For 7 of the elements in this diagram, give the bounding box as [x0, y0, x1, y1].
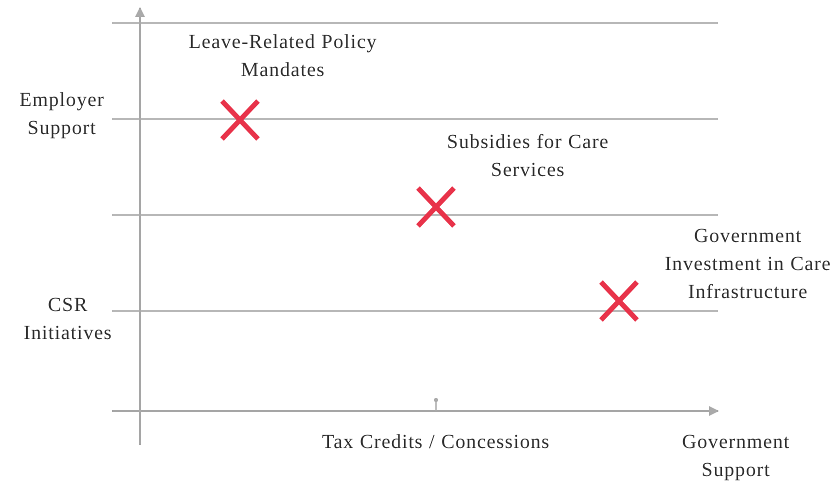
point-label: Subsidies for Care Services: [446, 130, 610, 183]
axis-tick-label: Tax Credits / Concessions: [320, 430, 552, 455]
axis-tick-label: Employer Support: [18, 88, 106, 141]
axis-title: Government Support: [681, 430, 791, 483]
axis-tick-label: CSR Initiatives: [22, 293, 114, 346]
point-label: Leave-Related Policy Mandates: [188, 30, 378, 83]
point-label: Government Investment in Care Infrastructure: [664, 224, 832, 305]
